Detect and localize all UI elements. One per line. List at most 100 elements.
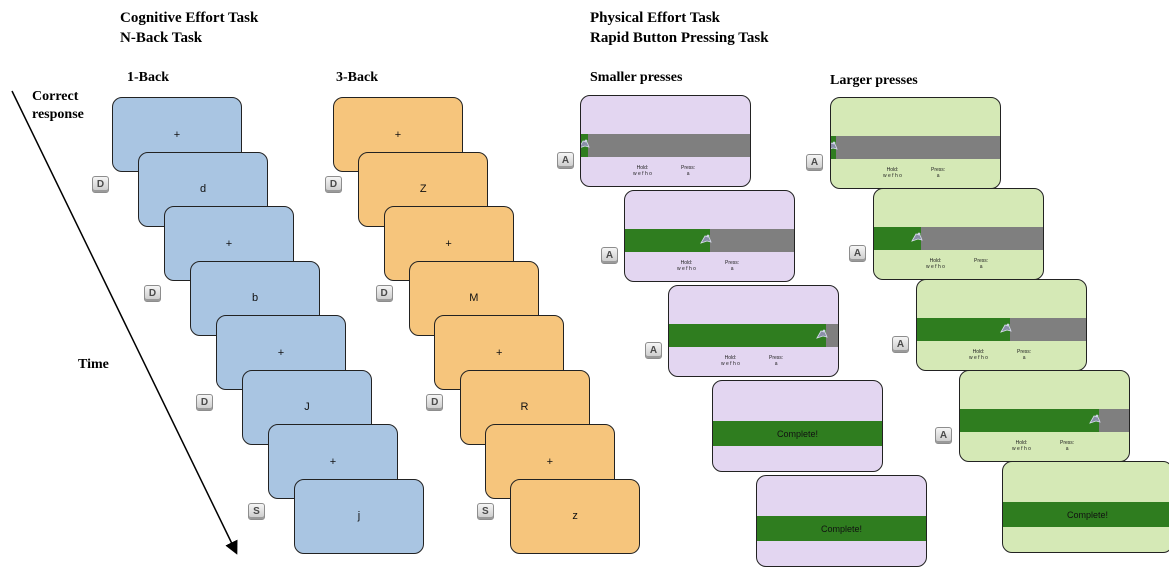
effort-screen: Hold:w e f h o Press:a [580,95,751,187]
correct-response-line2: response [32,107,84,122]
runner-icon [816,329,828,339]
key-s-icon: S [248,503,265,520]
key-d-icon: D [375,285,393,302]
cognitive-task-title: Cognitive Effort Task [120,10,259,26]
physical-task-subtitle: Rapid Button Pressing Task [590,30,769,46]
stimulus-letter: b [251,292,259,304]
stimulus-letter: + [225,237,233,250]
stimulus-letter: Z [419,183,427,195]
stimulus-letter: + [546,455,554,468]
stimulus-letter: + [329,455,337,468]
press-instruction: Press:a [725,260,739,272]
hold-keys: w e f h o [633,171,652,177]
press-label: Press: [1060,440,1075,446]
press-label: Press: [931,167,946,173]
progress-fill [960,409,1099,432]
larger-presses-label: Larger presses [830,73,918,88]
key-a-icon: A [849,245,866,262]
time-label: Time [78,357,109,372]
effort-screen: Hold:w e f h o Press:a [668,285,839,377]
stimulus-letter: z [572,510,578,522]
stimulus-letter: + [173,128,181,141]
effort-screen: Complete! [712,380,883,472]
effort-screen: Hold:w e f h o Press:a [873,188,1044,280]
press-key: a [774,361,778,367]
stimulus-letter: + [445,237,452,250]
press-label: Press: [725,260,740,266]
hold-label: Hold: [680,260,693,266]
press-key: a [936,173,940,179]
press-label: Press: [769,355,784,361]
hold-instruction: Hold:w e f h o [677,260,696,272]
hold-label: Hold: [886,167,899,173]
hold-keys: w e f h o [677,266,696,272]
stimulus-letter: J [304,401,310,413]
hold-instruction: Hold:w e f h o [721,355,740,367]
complete-text: Complete! [776,428,819,439]
progress-bar [917,318,1086,341]
completion-bar: Complete! [1003,502,1169,527]
effort-screen: Complete! [756,475,927,567]
hold-instruction: Hold:w e f h o [926,258,945,270]
key-a-icon: A [557,152,574,169]
smaller-presses-label: Smaller presses [590,70,683,85]
hold-keys: w e f h o [969,355,988,361]
hold-keys: w e f h o [1012,446,1031,452]
runner-icon [581,139,590,148]
key-d-icon: D [196,394,213,411]
effort-screen: Complete! [1002,461,1169,553]
key-a-icon: A [806,154,823,171]
press-key: a [730,266,734,272]
press-instruction: Press:a [769,355,783,367]
hold-label: Hold: [929,258,942,264]
progress-bar [874,227,1043,250]
three-back-screen: z [510,478,641,554]
press-label: Press: [681,165,696,171]
progress-fill [669,324,827,347]
hold-label: Hold: [636,165,649,171]
cognitive-task-subtitle: N-Back Task [120,30,203,46]
key-a-icon: A [892,336,909,353]
progress-fill [917,318,1010,341]
key-s-icon: S [476,503,494,520]
progress-fill [625,229,710,252]
completion-bar: Complete! [757,516,926,541]
progress-bar [831,136,1000,159]
press-instruction: Press:a [931,167,945,179]
key-a-icon: A [935,427,952,444]
hold-keys: w e f h o [721,361,740,367]
one-back-screen: j [294,478,424,554]
correct-response-label: Correct response [32,88,84,124]
press-key: a [686,171,690,177]
press-instruction: Press:a [1017,349,1031,361]
effort-screen: Hold:w e f h o Press:a [959,370,1130,462]
key-a-icon: A [601,247,618,264]
physical-task-title: Physical Effort Task [590,10,721,26]
hold-instruction: Hold:w e f h o [633,165,652,177]
progress-bar [581,134,750,157]
press-instruction: Press:a [974,258,988,270]
completion-bar: Complete! [713,421,882,446]
stimulus-letter: + [394,128,402,141]
progress-bar [960,409,1129,432]
press-key: a [1022,355,1026,361]
key-d-icon: D [92,176,109,193]
effort-screen: Hold:w e f h o Press:a [830,97,1001,189]
runner-icon [831,141,838,150]
three-back-label: 3-Back [336,70,378,85]
complete-text: Complete! [820,523,863,534]
hold-keys: w e f h o [883,173,902,179]
complete-text: Complete! [1066,509,1109,520]
press-instruction: Press:a [1060,440,1074,452]
press-key: a [1065,446,1069,452]
stimulus-letter: j [357,510,361,522]
hold-instruction: Hold:w e f h o [883,167,902,179]
hold-keys: w e f h o [926,264,945,270]
key-d-icon: D [144,285,161,302]
stimulus-letter: + [495,346,503,359]
hold-instruction: Hold:w e f h o [1012,440,1031,452]
runner-icon [1000,323,1012,333]
stimulus-letter: + [277,346,285,359]
runner-icon [699,234,712,244]
